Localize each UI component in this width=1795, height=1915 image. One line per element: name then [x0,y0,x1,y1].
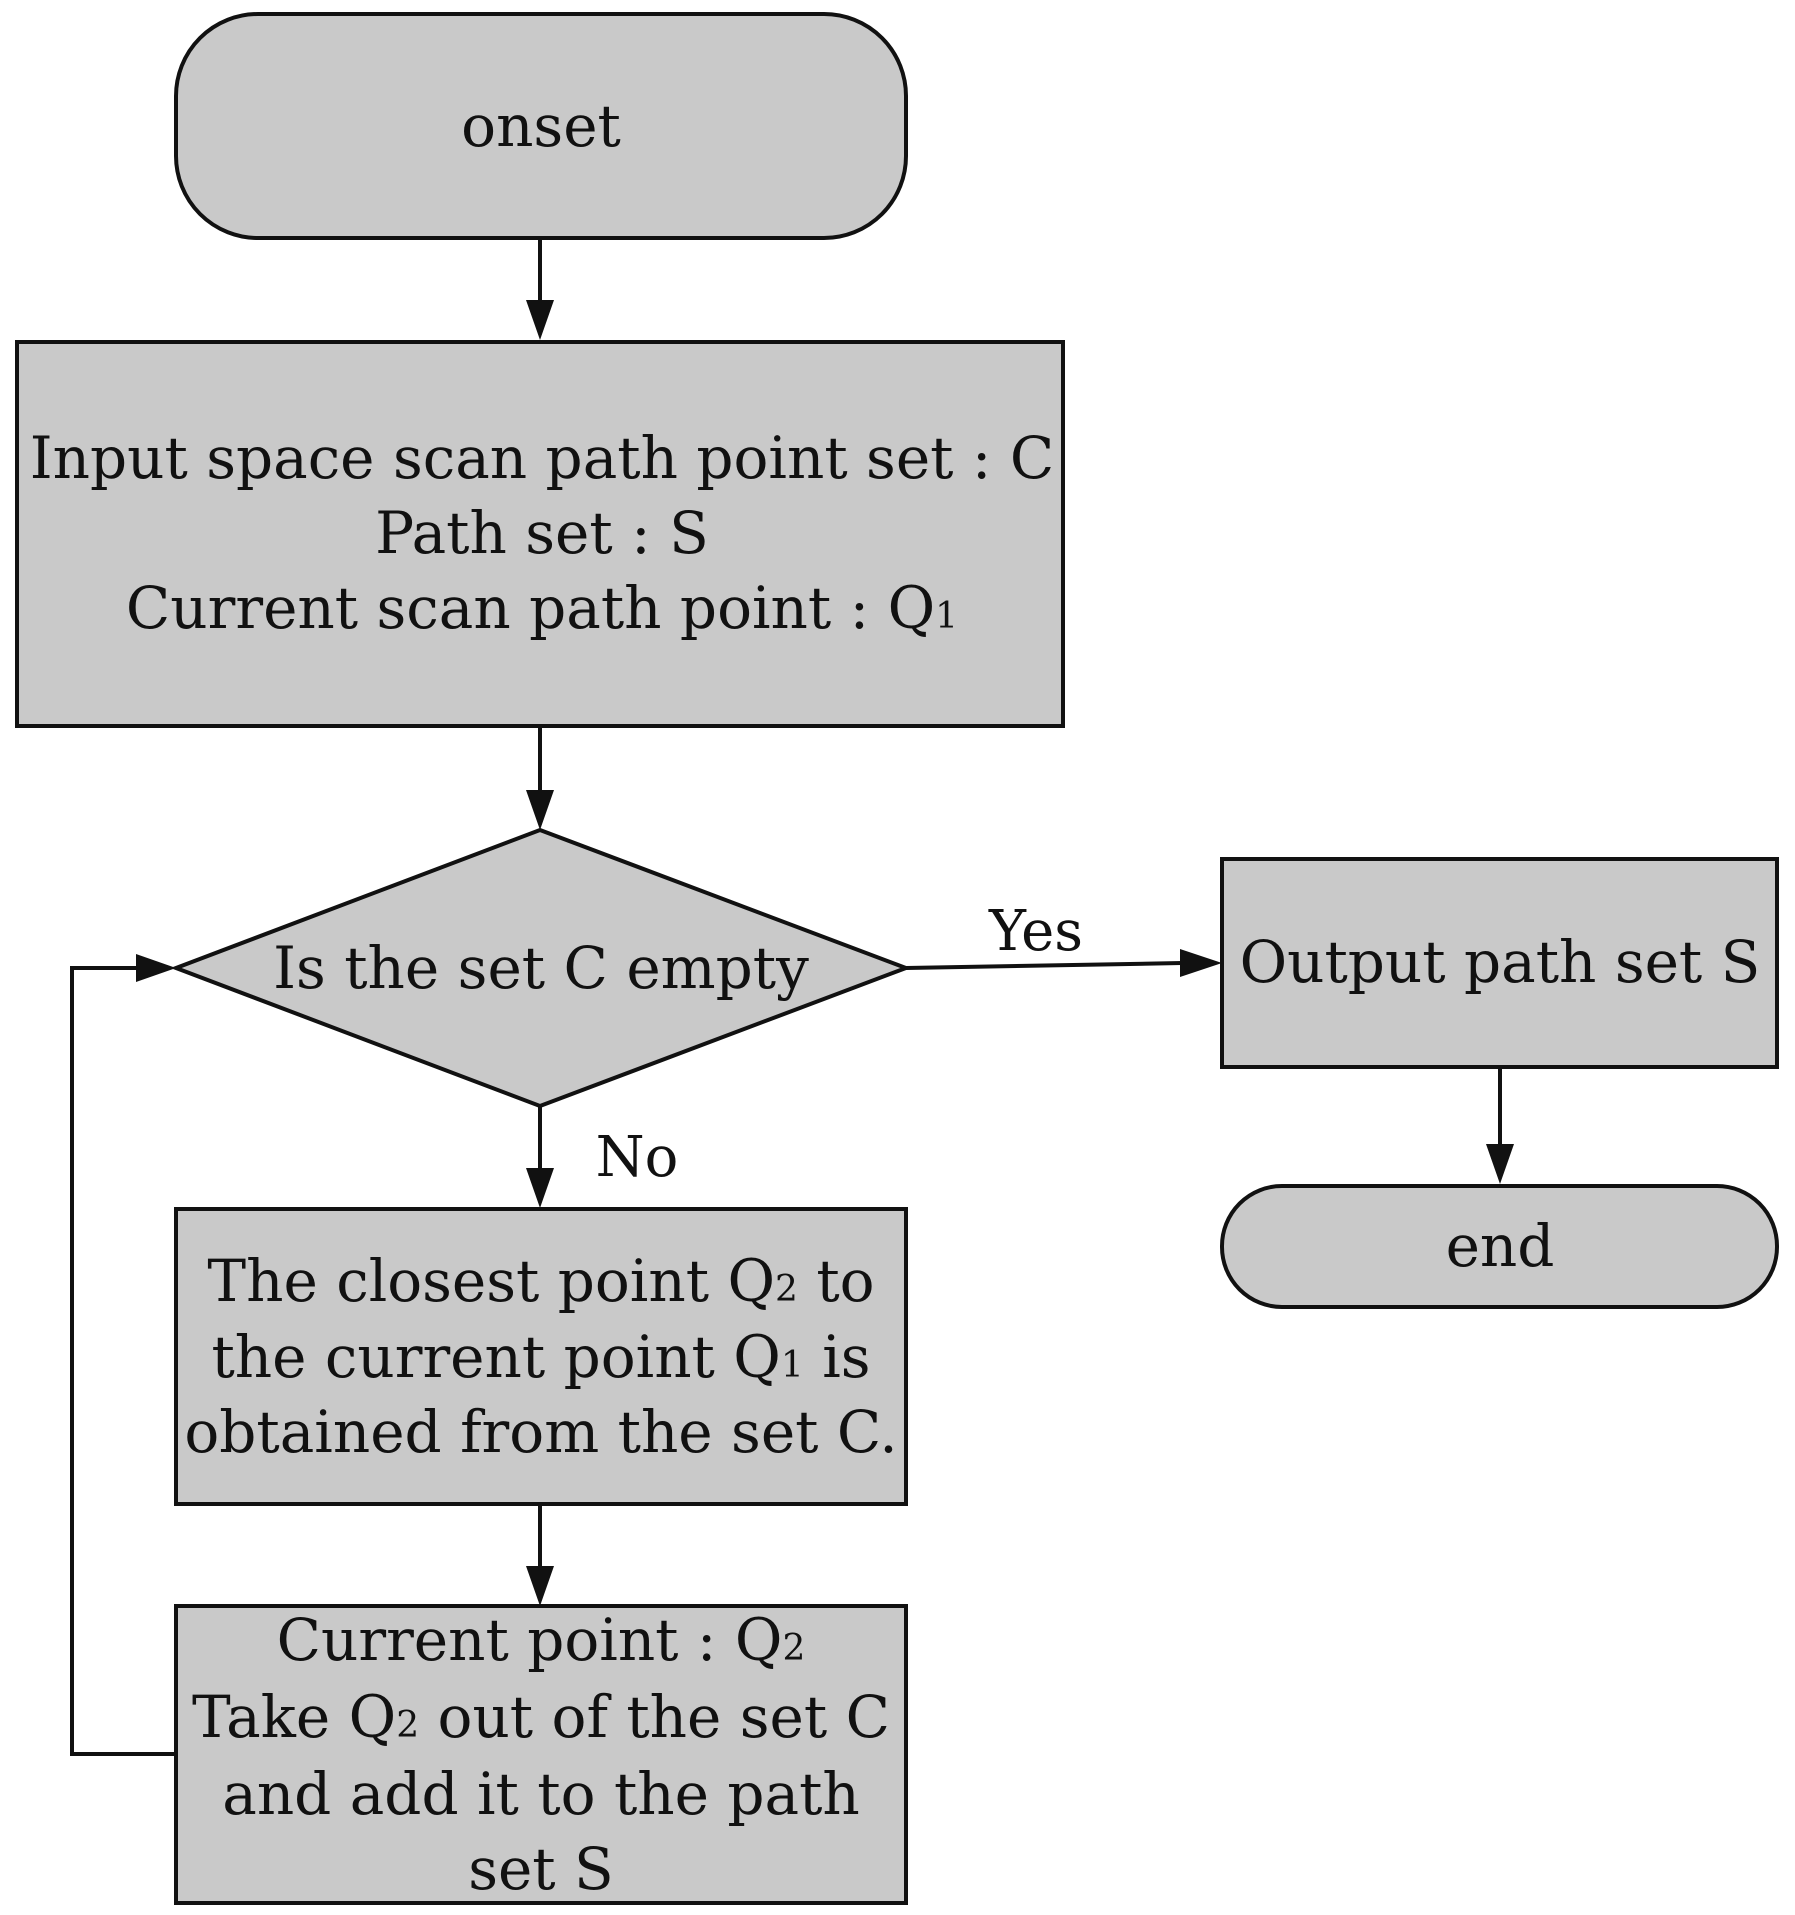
node-output: Output path set S [1220,857,1779,1069]
node-update-line3: and add it to the path [222,1760,860,1828]
node-update-line2: Take Q2 out of the set C [192,1683,890,1751]
edge-input-to-decision [526,726,554,830]
node-input-line3: Current scan path point : Q1 [126,574,958,642]
node-decision-label: Is the set C empty [273,934,809,1002]
node-closest: The closest point Q2 to the current poin… [174,1207,908,1506]
node-onset: onset [174,12,908,240]
edge-decision-to-output [905,949,1222,977]
edge-closest-to-update [526,1504,554,1606]
node-input-line1: Input space scan path point set : C [30,424,1055,492]
node-closest-line2: the current point Q1 is [211,1323,870,1391]
node-end-label: end [1446,1212,1555,1280]
node-closest-line1: The closest point Q2 to [207,1247,874,1315]
node-input: Input space scan path point set : C Path… [15,340,1065,728]
edge-decision-to-closest [526,1106,554,1208]
node-decision: Is the set C empty [170,827,912,1109]
node-update-line1: Current point : Q2 [277,1606,806,1674]
node-end: end [1220,1184,1779,1309]
edge-output-to-end [1486,1067,1514,1184]
node-update-line4: set S [468,1835,614,1903]
edge-label-no: No [596,1125,679,1190]
edge-onset-to-input [526,238,554,340]
node-output-label: Output path set S [1240,928,1761,996]
node-onset-label: onset [461,92,621,160]
node-input-line2: Path set : S [375,499,709,567]
node-update: Current point : Q2 Take Q2 out of the se… [174,1604,908,1905]
node-closest-line3: obtained from the set C. [184,1398,897,1466]
edge-label-yes: Yes [988,899,1083,964]
edge-loop-back-to-decision [70,954,176,1756]
